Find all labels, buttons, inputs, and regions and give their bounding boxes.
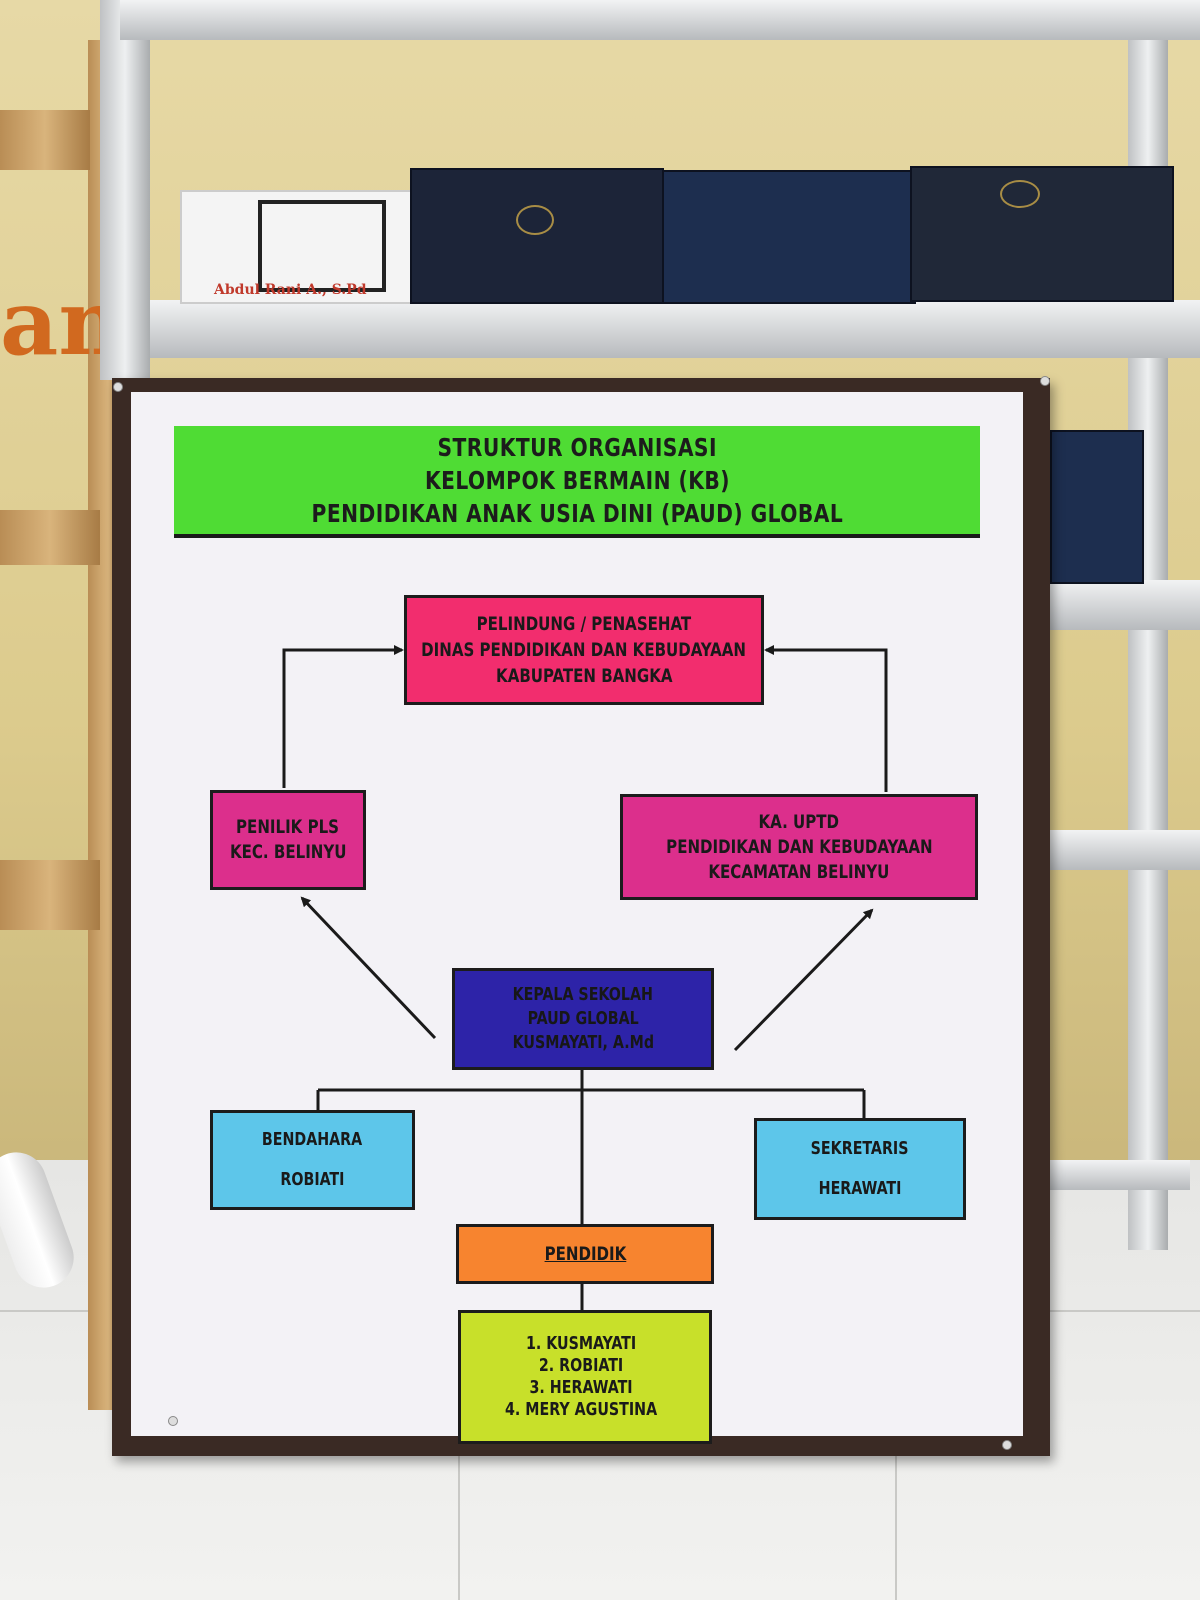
title-line: KELOMPOK BERMAIN (KB) (425, 464, 730, 497)
penilik-box: PENILIK PLS KEC. BELINYU (210, 790, 366, 890)
metal-shelf-upright (100, 0, 150, 380)
kepala-line: PAUD GLOBAL (527, 1007, 638, 1031)
sekretaris-box: SEKRETARIS HERAWATI (754, 1118, 966, 1220)
title-line: PENDIDIKAN ANAK USIA DINI (PAUD) GLOBAL (311, 497, 843, 530)
bendahara-box: BENDAHARA ROBIATI (210, 1110, 415, 1210)
book-cover (910, 166, 1174, 302)
rivet (168, 1416, 178, 1426)
pelindung-line: PELINDUNG / PENASEHAT (477, 611, 692, 637)
kepala-sekolah-box: KEPALA SEKOLAH PAUD GLOBAL KUSMAYATI, A.… (452, 968, 714, 1070)
rivet (1002, 1440, 1012, 1450)
penilik-line: KEC. BELINYU (230, 840, 347, 865)
wooden-shelf-board (0, 510, 100, 565)
metal-shelf-top (120, 0, 1200, 40)
book-cover (1050, 430, 1144, 584)
list-item: 4. MERY AGUSTINA (505, 1399, 657, 1421)
kepala-line: KUSMAYATI, A.Md (512, 1031, 653, 1055)
pendidik-members-box: 1. KUSMAYATI 2. ROBIATI 3. HERAWATI 4. M… (458, 1310, 712, 1444)
pendidik-box: PENDIDIK (456, 1224, 714, 1284)
metal-shelf (150, 300, 1200, 358)
list-item: 1. KUSMAYATI (505, 1333, 657, 1355)
rivet (1040, 376, 1050, 386)
penilik-line: PENILIK PLS (236, 815, 339, 840)
list-item: 2. ROBIATI (505, 1355, 657, 1377)
wooden-shelf-board (0, 110, 90, 170)
book-cover (410, 168, 664, 304)
emblem-icon (1000, 180, 1040, 208)
emblem-icon (516, 205, 554, 235)
book-cover (662, 170, 916, 304)
wooden-shelf-board (0, 860, 100, 930)
metal-shelf (1030, 830, 1200, 870)
pendidik-label: PENDIDIK (544, 1243, 626, 1265)
sekretaris-role: SEKRETARIS (811, 1129, 909, 1169)
pelindung-box: PELINDUNG / PENASEHAT DINAS PENDIDIKAN D… (404, 595, 764, 705)
rivet (113, 382, 123, 392)
pelindung-line: DINAS PENDIDIKAN DAN KEBUDAYAAN (422, 637, 747, 663)
pelindung-line: KABUPATEN BANGKA (496, 663, 673, 689)
uptd-line: KA. UPTD (759, 810, 840, 835)
pendidik-members-list: 1. KUSMAYATI 2. ROBIATI 3. HERAWATI 4. M… (505, 1333, 657, 1421)
uptd-line: PENDIDIKAN DAN KEBUDAYAAN (666, 835, 932, 860)
sekretaris-name: HERAWATI (819, 1169, 902, 1209)
bendahara-name: ROBIATI (280, 1160, 344, 1200)
nameplate: Abdul Rani A., S.Pd (214, 282, 367, 298)
title-line: STRUKTUR ORGANISASI (437, 431, 716, 464)
uptd-line: KECAMATAN BELINYU (709, 860, 890, 885)
floor-tile-seam (895, 1456, 897, 1600)
bendahara-role: BENDAHARA (262, 1120, 362, 1160)
metal-shelf (1040, 580, 1200, 630)
kepala-line: KEPALA SEKOLAH (513, 983, 653, 1007)
uptd-box: KA. UPTD PENDIDIKAN DAN KEBUDAYAAN KECAM… (620, 794, 978, 900)
floor-tile-seam (458, 1456, 460, 1600)
list-item: 3. HERAWATI (505, 1377, 657, 1399)
chart-title: STRUKTUR ORGANISASI KELOMPOK BERMAIN (KB… (174, 426, 980, 538)
whiteboard-grid (258, 200, 386, 292)
